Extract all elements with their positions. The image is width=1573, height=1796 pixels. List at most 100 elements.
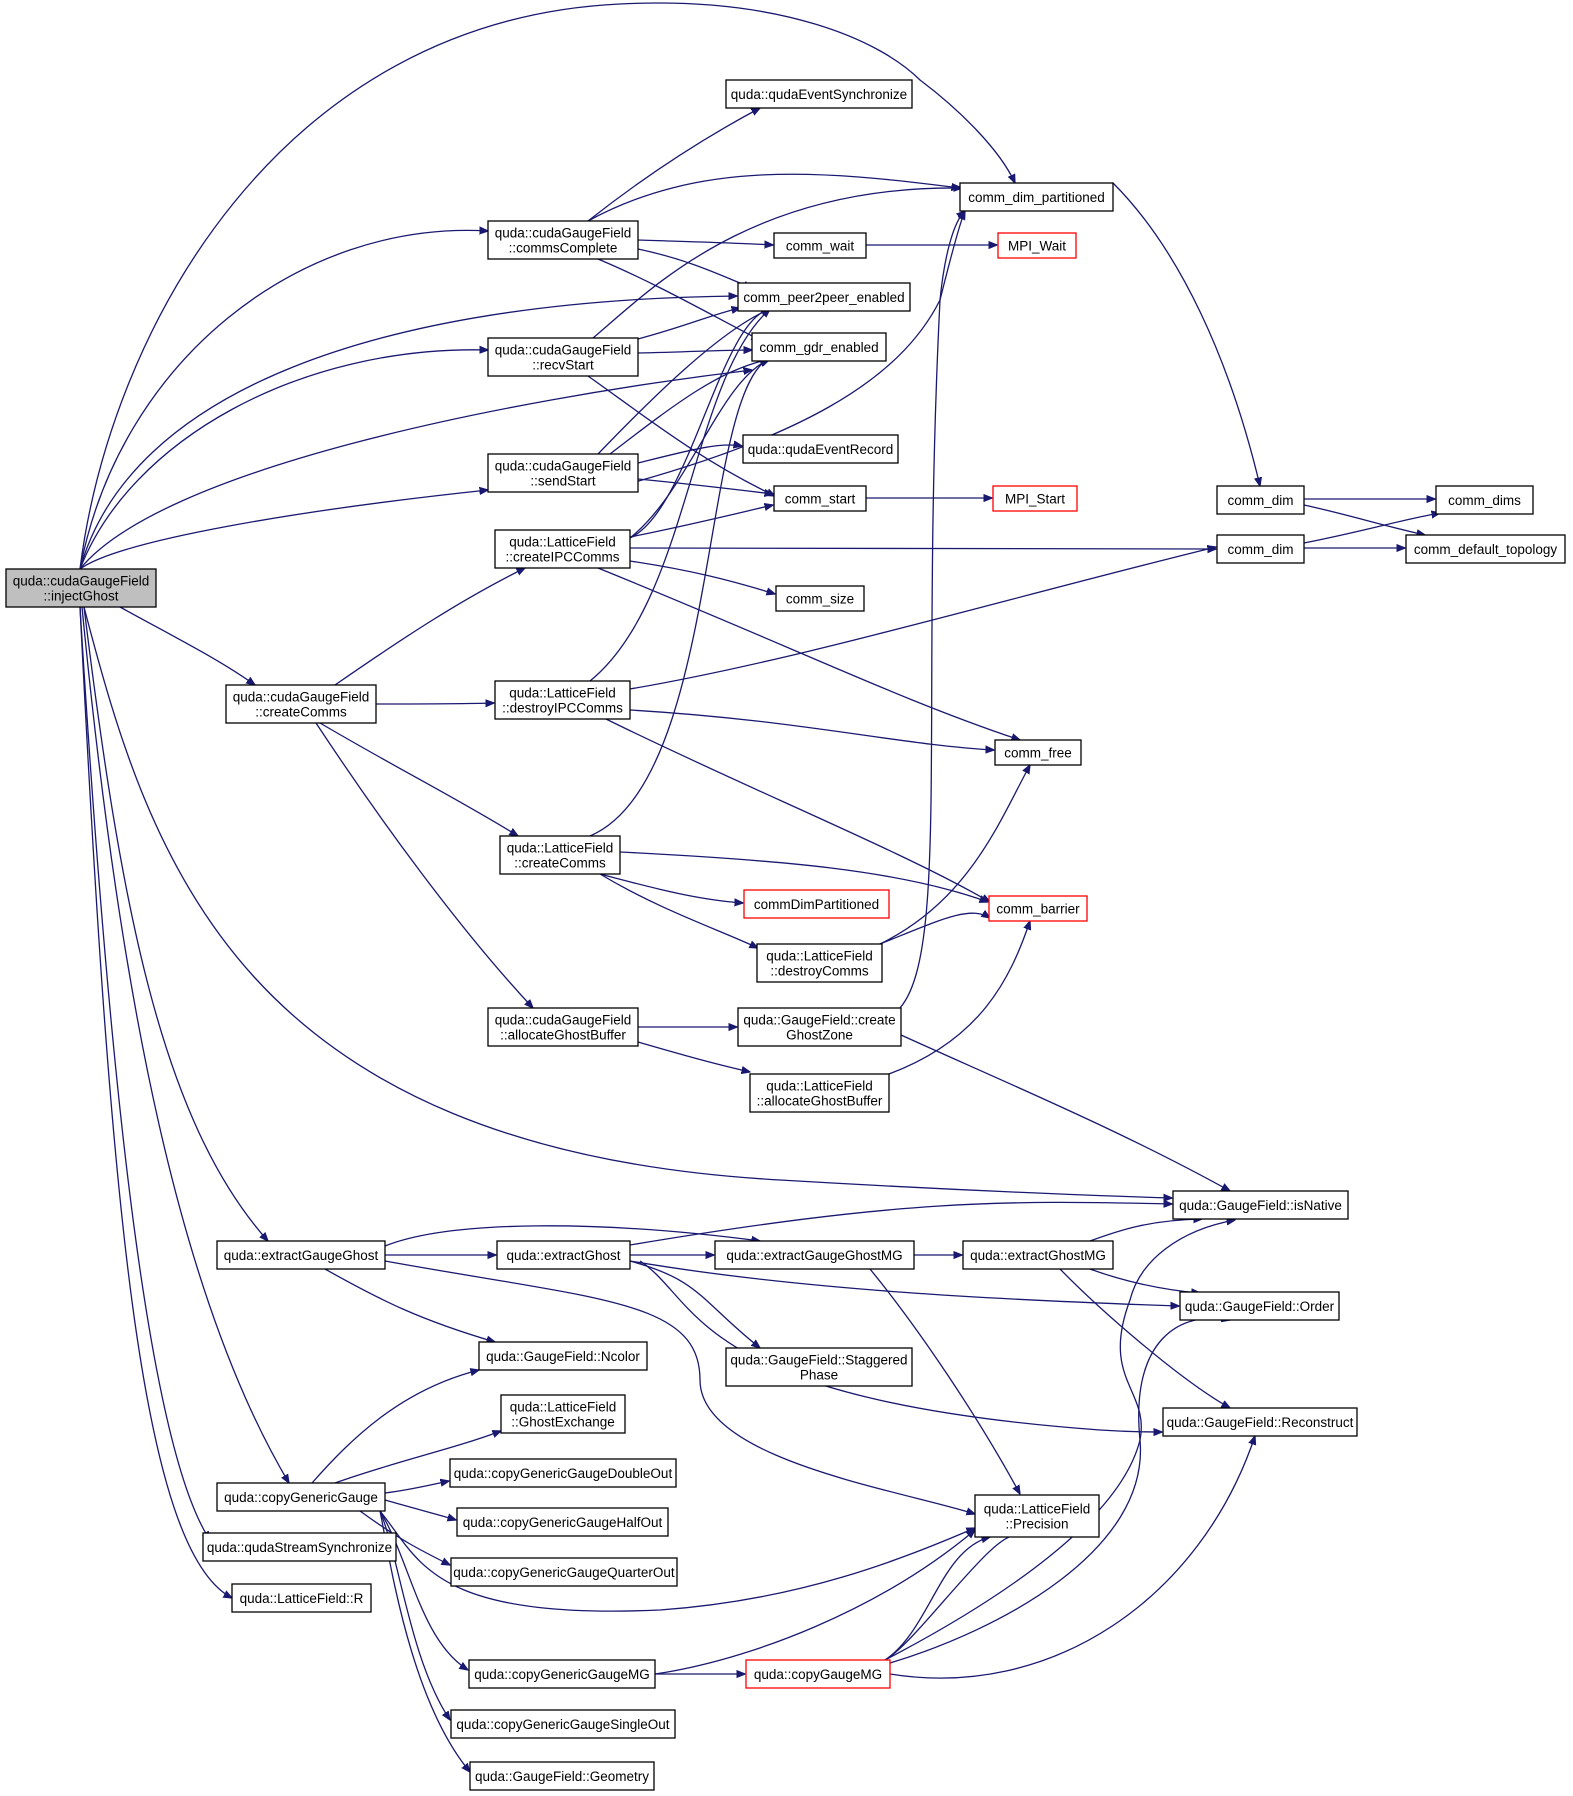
- call-edge: [359, 1510, 450, 1565]
- call-edge: [879, 913, 990, 945]
- node-copy-generic-gauge[interactable]: quda::copyGenericGauge: [216, 1482, 386, 1512]
- node-quda-event-record[interactable]: quda::qudaEventRecord: [742, 434, 899, 464]
- node-label: quda::GaugeField::Staggered: [730, 1353, 907, 1368]
- node-comm-peer2peer-enabled[interactable]: comm_peer2peer_enabled: [737, 282, 911, 312]
- node-extract-ghost[interactable]: quda::extractGhost: [496, 1240, 631, 1270]
- node-label: Phase: [800, 1368, 838, 1383]
- node--reconstruct[interactable]: quda::GaugeField::Reconstruct: [1162, 1407, 1358, 1437]
- call-edge: [83, 606, 268, 1241]
- node--precision[interactable]: quda::LatticeField::Precision: [974, 1494, 1100, 1538]
- call-edge: [324, 1268, 495, 1342]
- node-copy-quarter-out[interactable]: quda::copyGenericGaugeQuarterOut: [450, 1557, 678, 1587]
- node-label: quda::extractGaugeGhost: [224, 1248, 379, 1263]
- node-cuda-create-comms[interactable]: quda::cudaGaugeField::createComms: [225, 684, 377, 724]
- call-edge: [81, 606, 289, 1483]
- node-label: comm_gdr_enabled: [759, 340, 878, 355]
- call-edge: [384, 1499, 456, 1520]
- node--r[interactable]: quda::LatticeField::R: [231, 1583, 372, 1613]
- node-label: comm_dim: [1227, 493, 1293, 508]
- node-comm-gdr-enabled[interactable]: comm_gdr_enabled: [751, 332, 887, 362]
- node-quda-event-synchronize[interactable]: quda::qudaEventSynchronize: [725, 79, 913, 109]
- node-comm-wait[interactable]: comm_wait: [773, 232, 867, 259]
- node-label: quda::GaugeField::isNative: [1179, 1198, 1342, 1213]
- call-edge: [654, 1530, 975, 1675]
- call-edge: [619, 851, 988, 902]
- node-label: ::recvStart: [532, 358, 594, 373]
- node-label: comm_barrier: [996, 902, 1080, 917]
- node-copy-double-out[interactable]: quda::copyGenericGaugeDoubleOut: [449, 1458, 677, 1488]
- node-comm-dim-b[interactable]: comm_dim: [1216, 534, 1305, 564]
- node-recv-start[interactable]: quda::cudaGaugeField::recvStart: [487, 337, 639, 377]
- node-quda-stream-synchronize[interactable]: quda::qudaStreamSynchronize: [202, 1532, 397, 1562]
- node-comm-default-topology[interactable]: comm_default_topology: [1405, 534, 1566, 564]
- node-label: GhostZone: [786, 1028, 853, 1043]
- node-label: quda::LatticeField: [766, 949, 873, 964]
- node--order[interactable]: quda::GaugeField::Order: [1179, 1291, 1340, 1321]
- node-extract-gauge-ghost[interactable]: quda::extractGaugeGhost: [216, 1240, 386, 1270]
- call-edge: [889, 1318, 1230, 1664]
- node-comm-free[interactable]: comm_free: [994, 739, 1082, 766]
- node-lattice-create-comms[interactable]: quda::LatticeField::createComms: [499, 835, 621, 875]
- call-edge: [375, 703, 494, 704]
- call-edge: [629, 547, 1216, 690]
- node-label: quda::copyGenericGaugeQuarterOut: [453, 1565, 675, 1580]
- node-destroy-i-p-c-comms[interactable]: quda::LatticeField::destroyIPCComms: [494, 680, 631, 720]
- node-comm-dim-partitioned[interactable]: commDimPartitioned: [743, 889, 890, 919]
- node-comm-barrier[interactable]: comm_barrier: [988, 895, 1088, 922]
- node-label: quda::cudaGaugeField: [495, 343, 632, 358]
- node-label: quda::GaugeField::Order: [1185, 1299, 1335, 1314]
- call-edge: [900, 1034, 1230, 1191]
- node-comm-start[interactable]: comm_start: [773, 485, 867, 512]
- call-edge: [637, 478, 773, 494]
- call-edge: [637, 308, 740, 340]
- node-extract-gauge-ghost-m-g[interactable]: quda::extractGaugeGhostMG: [714, 1240, 915, 1270]
- node-copy-gauge-m-g[interactable]: quda::copyGaugeMG: [745, 1659, 891, 1689]
- call-edge: [629, 560, 775, 594]
- call-edge: [319, 722, 518, 836]
- node-cuda-allocate-ghost-buffer[interactable]: quda::cudaGaugeField::allocateGhostBuffe…: [487, 1007, 639, 1047]
- call-edge: [597, 567, 1020, 740]
- call-edge: [597, 258, 760, 340]
- node-label: ::Precision: [1005, 1517, 1068, 1532]
- node-label: ::destroyIPCComms: [502, 701, 623, 716]
- node-inject-ghost[interactable]: quda::cudaGaugeField::injectGhost: [5, 568, 157, 608]
- node-label: quda::LatticeField: [766, 1079, 873, 1094]
- node-label: quda::LatticeField: [984, 1502, 1091, 1517]
- node-lattice-allocate-ghost-buffer[interactable]: quda::LatticeField::allocateGhostBuffer: [749, 1073, 890, 1113]
- node--geometry[interactable]: quda::GaugeField::Geometry: [469, 1761, 655, 1791]
- call-edge: [79, 606, 210, 1540]
- call-edge: [79, 490, 488, 570]
- node-label: quda::copyGenericGauge: [224, 1490, 378, 1505]
- call-edge: [605, 718, 990, 902]
- call-edge: [79, 606, 232, 1598]
- node-copy-single-out[interactable]: quda::copyGenericGaugeSingleOut: [450, 1709, 676, 1739]
- call-edge: [629, 309, 770, 539]
- call-edge: [589, 309, 770, 682]
- node-send-start[interactable]: quda::cudaGaugeField::sendStart: [487, 453, 639, 493]
- node-create-i-p-c-comms[interactable]: quda::LatticeField::createIPCComms: [494, 529, 631, 569]
- node-comm-dim-a[interactable]: comm_dim: [1216, 485, 1305, 515]
- node-comm-dims[interactable]: comm_dims: [1435, 485, 1534, 515]
- node-copy-half-out[interactable]: quda::copyGenericGaugeHalfOut: [456, 1507, 669, 1537]
- call-edge: [79, 2, 1015, 570]
- node-comm-dim-partitioned[interactable]: comm_dim_partitioned: [959, 182, 1114, 212]
- node-label: comm_dim_partitioned: [968, 190, 1105, 205]
- call-edge: [637, 350, 752, 353]
- node-is-native[interactable]: quda::GaugeField::isNative: [1172, 1190, 1349, 1220]
- node-comm-size[interactable]: comm_size: [775, 585, 865, 612]
- call-edge: [879, 765, 1030, 945]
- node-extract-ghost-m-g[interactable]: quda::extractGhostMG: [962, 1240, 1114, 1270]
- node--m-p-i--wait[interactable]: MPI_Wait: [997, 232, 1077, 259]
- call-edge: [599, 873, 758, 948]
- call-edge: [315, 722, 533, 1008]
- node-label: quda::copyGenericGaugeHalfOut: [463, 1515, 663, 1530]
- node-copy-generic-gauge-m-g[interactable]: quda::copyGenericGaugeMG: [468, 1659, 656, 1689]
- call-edge: [1089, 1219, 1202, 1242]
- node--ncolor[interactable]: quda::GaugeField::Ncolor: [478, 1341, 648, 1371]
- node-comms-complete[interactable]: quda::cudaGaugeField::commsComplete: [487, 220, 639, 260]
- node-destroy-comms[interactable]: quda::LatticeField::destroyComms: [756, 943, 883, 983]
- node--ghost-exchange[interactable]: quda::LatticeField::GhostExchange: [500, 1394, 626, 1434]
- node--m-p-i--start[interactable]: MPI_Start: [992, 485, 1078, 512]
